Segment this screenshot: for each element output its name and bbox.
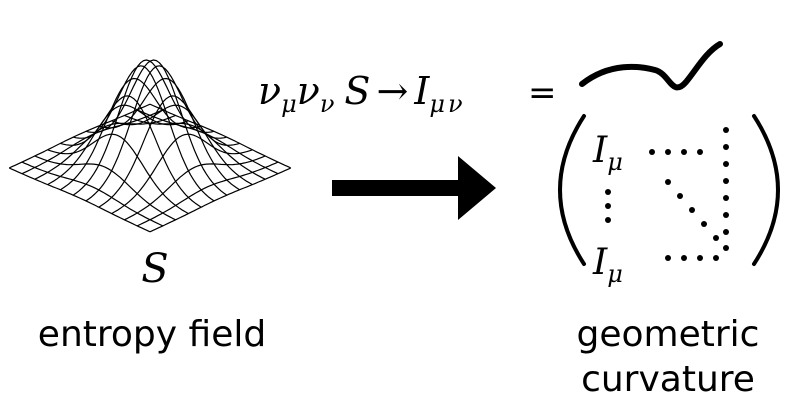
- mesh-line: [34, 155, 176, 221]
- matrix-dot: [689, 207, 695, 213]
- surface-caption: entropy field: [38, 314, 266, 355]
- transform-arrow: [332, 156, 496, 220]
- mesh-line: [136, 161, 279, 227]
- mesh-line: [85, 59, 228, 196]
- matrix-dot: [723, 229, 729, 235]
- mesh-line: [8, 167, 151, 233]
- matrix-dot: [713, 235, 719, 241]
- formula-sub-nu-1: ν: [320, 90, 335, 118]
- matrix-entry-bottom-left: Iμ: [592, 242, 623, 288]
- mesh-line: [149, 167, 292, 233]
- matrix-ellipsis-dots: [605, 127, 729, 261]
- matrix-dot: [605, 203, 611, 209]
- mesh-line: [85, 65, 227, 202]
- curvature-caption-line-1: geometric: [577, 314, 760, 355]
- formula-nu-1: ν: [258, 69, 281, 113]
- matrix-entry-top-left: Iμ: [592, 130, 623, 176]
- matrix-dot: [701, 221, 707, 227]
- mesh-line: [8, 103, 151, 169]
- curvature-caption-line-2: curvature: [581, 359, 755, 400]
- matrix-dot: [605, 189, 611, 195]
- mesh-line: [60, 95, 202, 208]
- mesh-line: [21, 161, 164, 227]
- matrix-dot: [723, 161, 729, 167]
- matrix-dot: [681, 255, 687, 261]
- matrix-dot: [649, 149, 655, 155]
- formula-sub-mu-2: μ: [429, 90, 445, 118]
- matrix-dot: [665, 255, 671, 261]
- matrix-dot: [677, 193, 683, 199]
- matrix-dot: [723, 178, 729, 184]
- mesh-line: [124, 114, 266, 180]
- matrix-dot: [665, 149, 671, 155]
- mesh-line: [47, 104, 189, 186]
- matrix-dot: [697, 149, 703, 155]
- mesh-line: [47, 133, 189, 215]
- matrix-dot: [681, 149, 687, 155]
- matrix-dot: [723, 245, 729, 251]
- matrix-entry-top-left-sub: μ: [607, 148, 623, 176]
- formula-sub-mu-1: μ: [281, 90, 297, 118]
- matrix-dot: [605, 217, 611, 223]
- mesh-line: [111, 104, 253, 186]
- arrow-head: [458, 156, 496, 220]
- formula-sub-nu-2: ν: [448, 90, 463, 118]
- matrix-left-paren: [558, 114, 586, 266]
- surface-symbol: S: [141, 246, 168, 292]
- mesh-line: [98, 95, 240, 208]
- matrix-dot: [723, 144, 729, 150]
- arrow-shaft: [332, 180, 464, 196]
- entropy-surface-mesh: [8, 59, 292, 233]
- formula-equals: =: [528, 73, 557, 113]
- matrix-entry-top-left-base: I: [592, 130, 608, 171]
- mesh-line: [72, 59, 215, 196]
- mesh-line: [149, 103, 292, 169]
- formula-S: S: [344, 69, 370, 113]
- matrix-dot: [723, 212, 729, 218]
- mesh-line: [73, 65, 215, 202]
- mesh-line: [34, 114, 176, 180]
- matrix-right-paren: [752, 114, 780, 266]
- formula-arrow: →: [376, 69, 408, 113]
- formula-I: I: [413, 69, 430, 113]
- matrix-dot: [665, 179, 671, 185]
- matrix-dot: [697, 255, 703, 261]
- curvature-wave: [579, 41, 723, 91]
- mesh-line: [111, 133, 253, 215]
- matrix-dot: [713, 255, 719, 261]
- formula-nu-2: ν: [297, 69, 320, 113]
- matrix-entry-bottom-left-sub: μ: [607, 260, 623, 288]
- matrix-dot: [723, 195, 729, 201]
- matrix-dot: [723, 127, 729, 133]
- matrix-entry-bottom-left-base: I: [592, 242, 608, 283]
- mesh-line: [124, 155, 266, 221]
